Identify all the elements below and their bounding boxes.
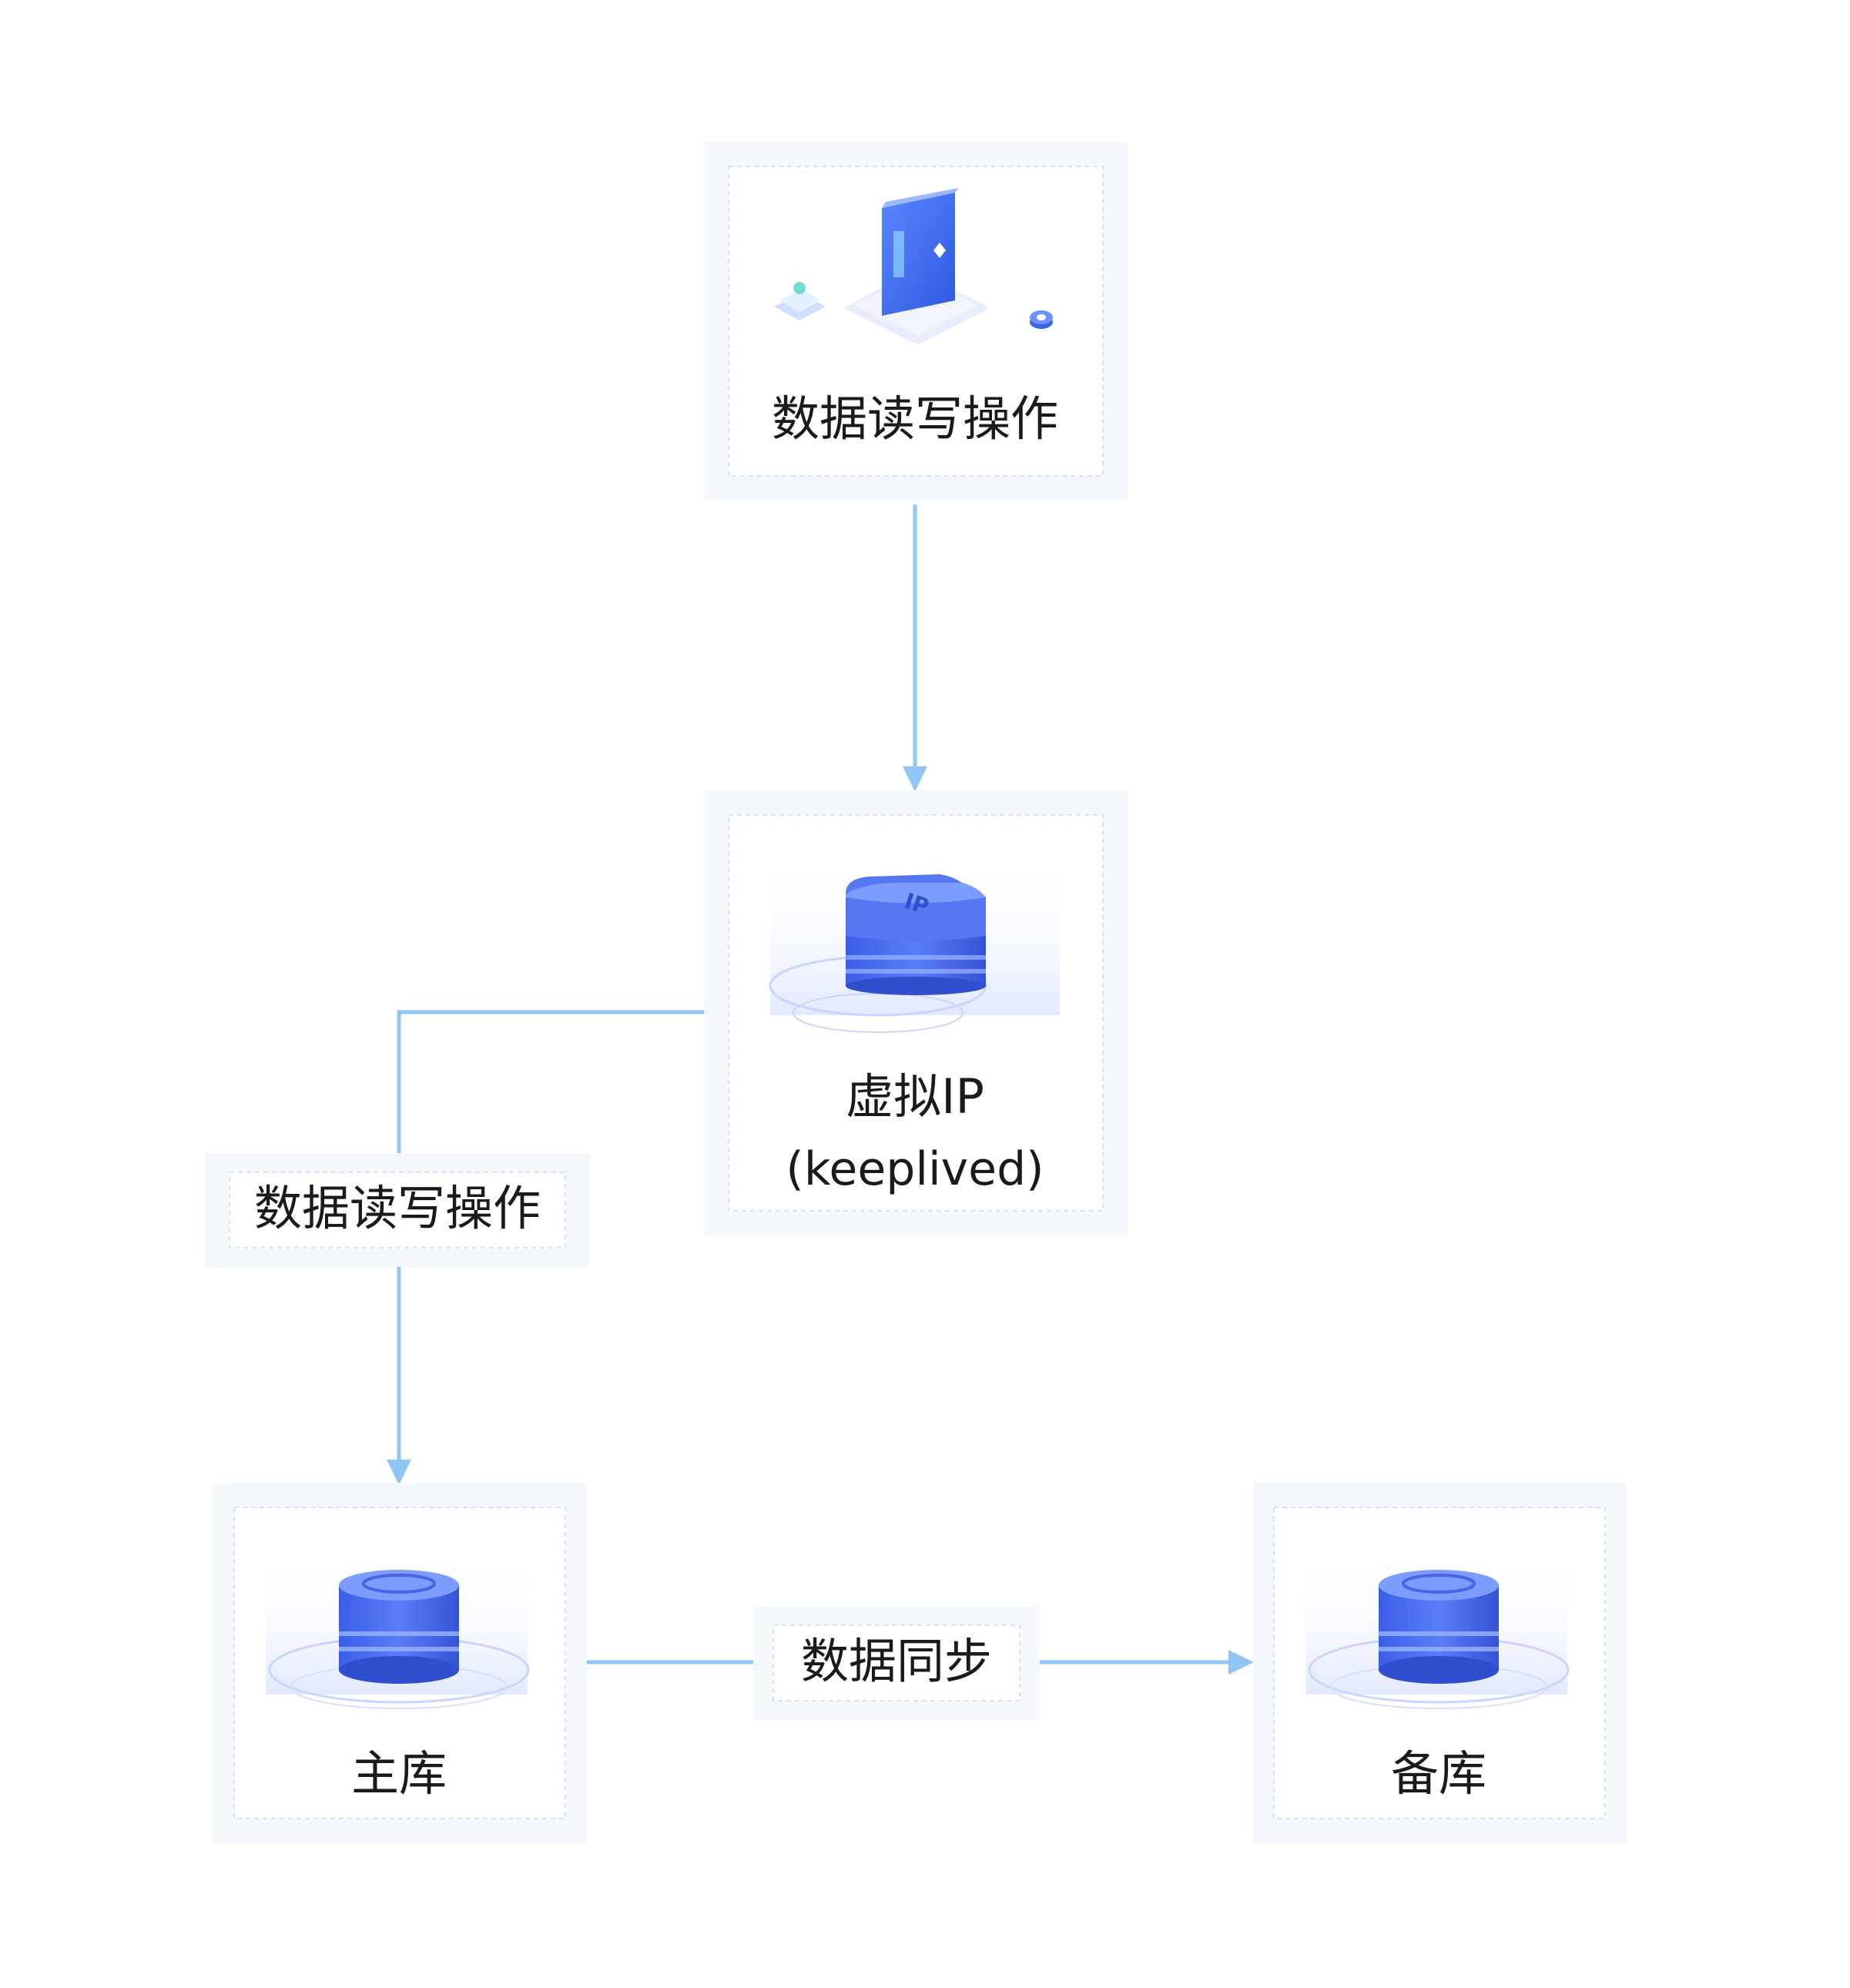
vip-label-line1: 虚拟IP bbox=[846, 1068, 984, 1125]
edge-vip-to-primary bbox=[387, 1010, 729, 1485]
edge-label-read-write: 数据读写操作 bbox=[205, 1153, 590, 1267]
node-standby-db: 备库 bbox=[1252, 1483, 1627, 1843]
primary-db-label: 主库 bbox=[351, 1745, 447, 1802]
edge-data-sync-label: 数据同步 bbox=[801, 1633, 992, 1689]
edge-read-write-label: 数据读写操作 bbox=[254, 1180, 541, 1236]
edge-primary-to-standby bbox=[587, 1650, 1254, 1675]
document-stack-icon bbox=[774, 188, 1053, 345]
standby-db-label: 备库 bbox=[1391, 1745, 1486, 1802]
vip-label-line2: (keeplived) bbox=[786, 1142, 1044, 1196]
database-icon bbox=[266, 1556, 530, 1709]
node-virtual-ip: IP 虚拟IP (keeplived) bbox=[704, 790, 1128, 1235]
database-icon bbox=[1305, 1556, 1570, 1709]
node-primary-db: 主库 bbox=[213, 1483, 587, 1843]
ip-database-icon: IP bbox=[769, 861, 1060, 1033]
edge-client-to-vip bbox=[903, 505, 927, 792]
edge-label-data-sync: 数据同步 bbox=[753, 1606, 1040, 1720]
node-client: 数据读写操作 bbox=[704, 142, 1128, 501]
client-label: 数据读写操作 bbox=[772, 391, 1058, 447]
